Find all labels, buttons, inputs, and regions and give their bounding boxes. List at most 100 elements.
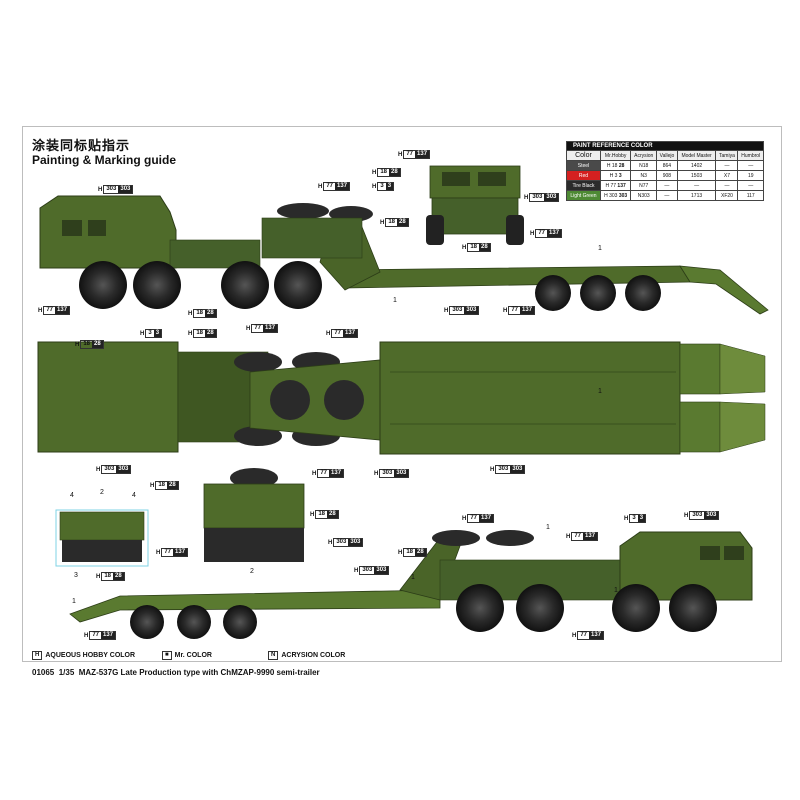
- marker-1: 1: [614, 587, 618, 594]
- wheel: [177, 605, 211, 639]
- wheel: [221, 261, 269, 309]
- table-row: Red H 3 3 N3 908 1503 X7 19: [566, 170, 764, 181]
- trailer-deck-lower: [69, 589, 441, 623]
- title-english: Painting & Marking guide: [32, 153, 177, 167]
- wheel: [223, 605, 257, 639]
- rear-tires: [62, 540, 142, 562]
- tractor-cab: [39, 195, 177, 269]
- tractor-rear-view: [203, 468, 305, 562]
- wheel: [669, 584, 717, 632]
- front-tire: [426, 215, 444, 245]
- wheel: [130, 605, 164, 639]
- marker-1: 1: [411, 574, 415, 581]
- wheel: [612, 584, 660, 632]
- spare-wheel-top: [270, 380, 310, 420]
- windscreen: [478, 172, 506, 186]
- marker-1: 1: [598, 388, 602, 395]
- marker-2: 2: [250, 568, 254, 575]
- marker-4: 4: [70, 492, 74, 499]
- wheel: [535, 275, 571, 311]
- wheel: [79, 261, 127, 309]
- spare-wheel: [230, 468, 278, 488]
- front-tire: [506, 215, 524, 245]
- spare-wheel-top: [324, 380, 364, 420]
- highlight-frame: [55, 509, 149, 567]
- footer-caption: 01065 1/35 MAZ-537G Late Production type…: [32, 668, 320, 677]
- rear-view: [55, 509, 149, 567]
- ramp-top: [679, 343, 721, 395]
- legend-mr-color: ■Mr. COLOR: [162, 651, 212, 660]
- cab-window: [62, 220, 82, 236]
- cab-window: [88, 220, 106, 236]
- front-grille: [431, 197, 519, 235]
- wheel: [274, 261, 322, 309]
- tractor-rear-body: [203, 483, 305, 529]
- paint-reference-table: PAINT REFERENCE COLOR Color Mr.Hobby Acr…: [566, 141, 764, 201]
- trailer-deck-top: [379, 341, 681, 455]
- marker-1: 1: [72, 598, 76, 605]
- side-view-left: [39, 195, 769, 315]
- trailer-front-frame: [261, 217, 363, 259]
- tire-top: [234, 352, 282, 372]
- marker-4: 4: [132, 492, 136, 499]
- top-view: [37, 341, 766, 455]
- rear-panel: [59, 511, 145, 541]
- tire-top: [234, 426, 282, 446]
- tractor-rear-tires: [204, 528, 304, 562]
- wheel: [580, 275, 616, 311]
- wheel: [516, 584, 564, 632]
- marker-3: 3: [74, 572, 78, 579]
- marker-1: 1: [546, 524, 550, 531]
- front-view: [426, 165, 524, 245]
- title-chinese: 涂装同标贴指示: [32, 139, 131, 154]
- loading-ramp: [679, 265, 769, 315]
- marker-1: 1: [598, 245, 602, 252]
- side-view-right: [69, 530, 753, 639]
- marker-1: 1: [393, 297, 397, 304]
- wheel: [625, 275, 661, 311]
- cab-roof: [37, 341, 179, 453]
- spare-wheel: [277, 203, 329, 219]
- table-row: Light Green H 303 303 N303 — 1713 XF20 1…: [566, 190, 764, 201]
- wheel: [456, 584, 504, 632]
- ramp-top: [679, 401, 721, 453]
- windscreen: [442, 172, 470, 186]
